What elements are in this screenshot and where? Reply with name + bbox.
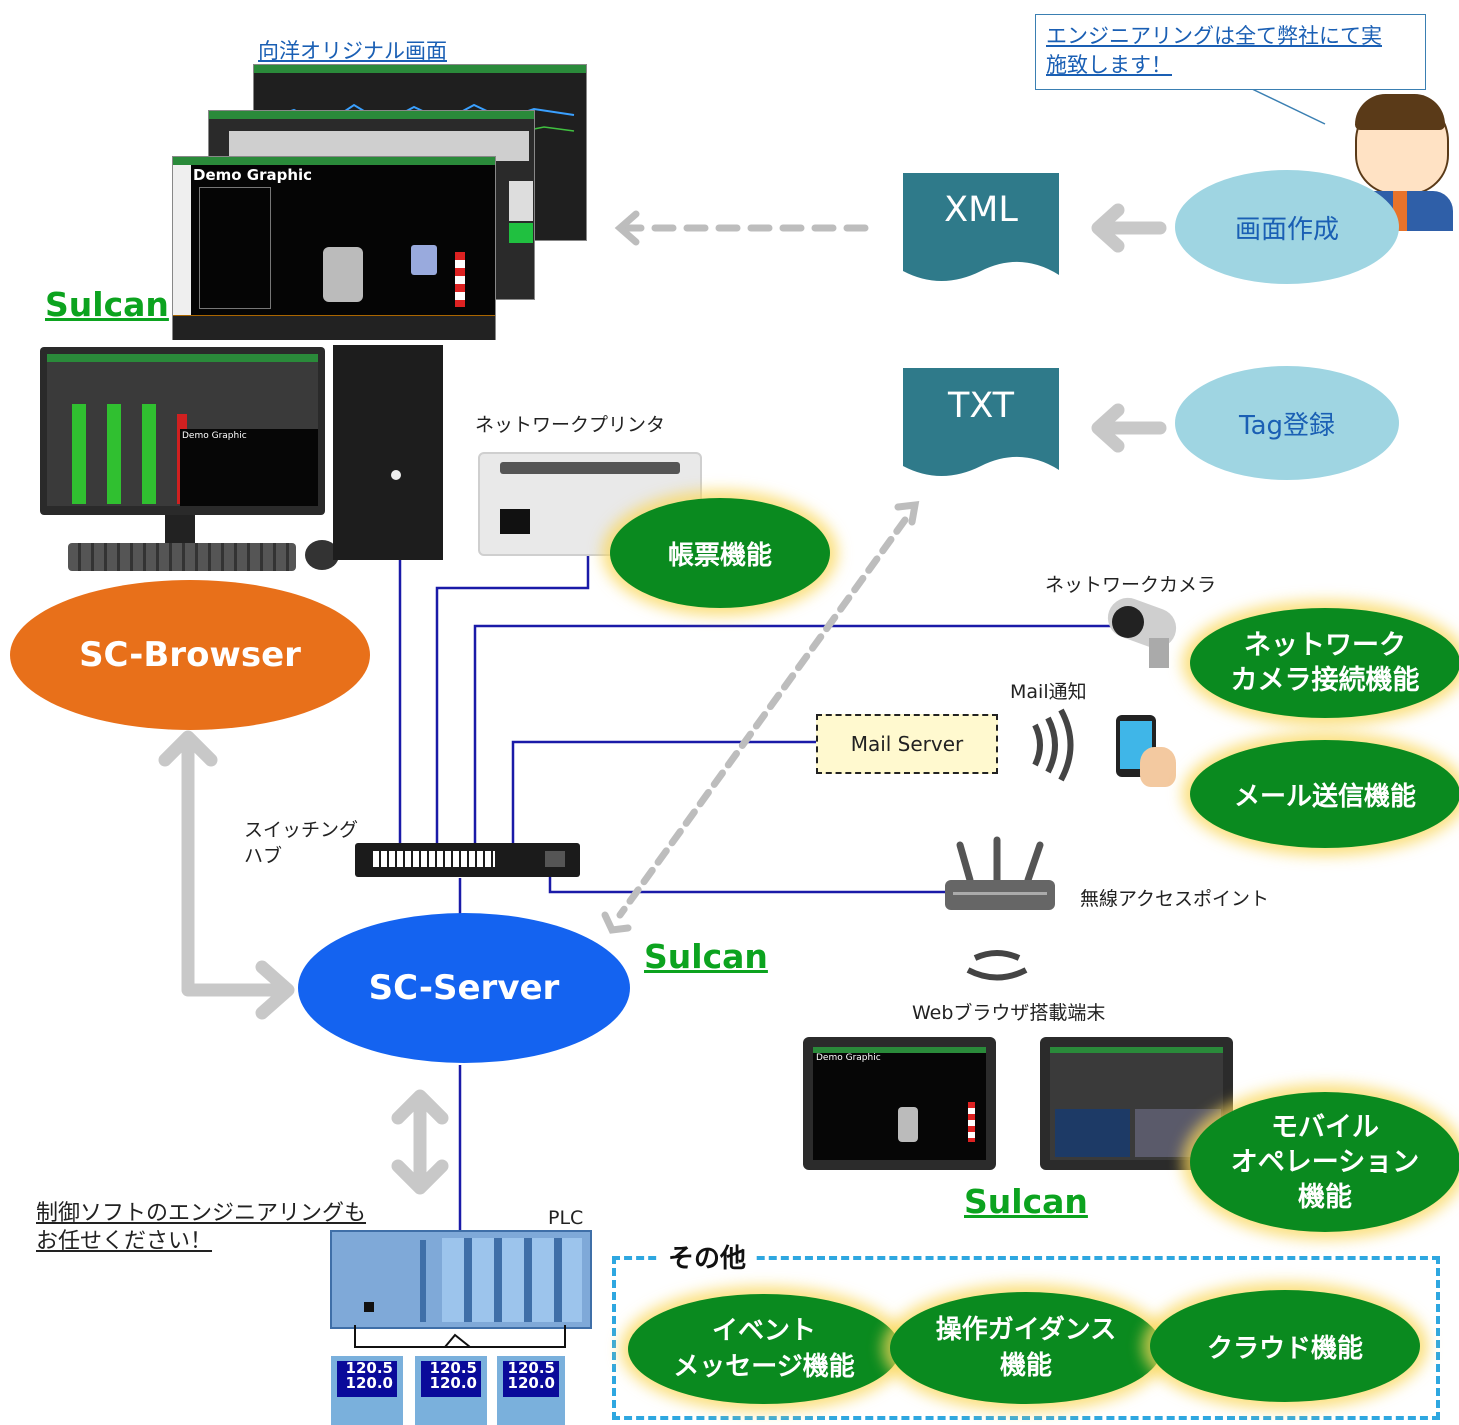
screen-creation-label: 画面作成 [1234, 214, 1339, 245]
txt-document-icon [903, 368, 1059, 476]
pc-tower [333, 345, 443, 560]
plc-note-line1[interactable]: 制御ソフトのエンジニアリングも [36, 1201, 367, 1226]
event-function-line2: メッセージ機能 [673, 1352, 855, 1382]
original-screen-link[interactable]: 向洋オリジナル画面 [258, 39, 447, 63]
sulcan-label-top: Sulcan [45, 285, 169, 324]
mail-notify-label: Mail通知 [1010, 681, 1087, 703]
tablet-1: Demo Graphic [803, 1037, 996, 1170]
txt-server-dashed-arrow [616, 516, 909, 919]
monitor-stand [165, 515, 195, 545]
network-camera-label: ネットワークカメラ [1045, 574, 1217, 596]
engineering-callout-text[interactable]: エンジニアリングは全て弊社にて実施致します！ [1046, 24, 1382, 77]
event-function-line1: イベント [711, 1316, 816, 1346]
mobile-function-line3: 機能 [1298, 1181, 1352, 1213]
guidance-function-line2: 機能 [999, 1351, 1052, 1381]
tablet-2 [1040, 1037, 1233, 1170]
plc-rack [330, 1230, 592, 1329]
mail-server-label: Mail Server [850, 732, 964, 756]
mobile-function: モバイル オペレーション 機能 [1190, 1092, 1459, 1232]
meter-2: 120.5 120.0 [415, 1356, 487, 1425]
engineering-callout: エンジニアリングは全て弊社にて実施致します！ [1035, 14, 1426, 90]
tag-registration-label: Tag登録 [1238, 410, 1335, 441]
sulcan-label-mobile: Sulcan [964, 1182, 1088, 1221]
tablet-demo-graphic-title: Demo Graphic [816, 1053, 881, 1063]
sc-browser-label: SC-Browser [79, 635, 301, 675]
browser-server-link-arrow [181, 733, 292, 997]
meter-1-value-top: 120.5 [345, 1359, 393, 1377]
camera-function: ネットワーク カメラ接続機能 [1190, 608, 1459, 718]
demo-graphic-screen: Demo Graphic [172, 156, 496, 340]
wireless-ap-icon [945, 880, 1055, 910]
xml-document-icon [903, 173, 1059, 281]
cloud-function: クラウド機能 [1150, 1290, 1420, 1402]
smartphone-icon [1116, 715, 1176, 787]
meter-2-value-top: 120.5 [429, 1359, 477, 1377]
camera-icon [1102, 592, 1185, 668]
monitor-demo-graphic-title: Demo Graphic [182, 431, 247, 441]
switching-hub-label: スイッチング ハブ [244, 817, 358, 869]
sc-server-node: SC-Server [298, 913, 630, 1063]
meter-3-value-bottom: 120.0 [507, 1374, 555, 1392]
keyboard [68, 543, 296, 571]
wireless-ap-label: 無線アクセスポイント [1080, 888, 1270, 910]
report-function-label: 帳票機能 [667, 540, 772, 571]
others-box [612, 1256, 1440, 1420]
operation-guidance-function: 操作ガイダンス 機能 [890, 1292, 1162, 1404]
meter-1-value-bottom: 120.0 [345, 1374, 393, 1392]
sulcan-label-server: Sulcan [644, 937, 768, 976]
printer-icon [478, 452, 702, 556]
switching-hub-line2: ハブ [244, 845, 283, 867]
wireless-signal-icon [966, 950, 1028, 981]
xml-label: XML [944, 190, 1018, 230]
plc-meter-wiring [354, 1325, 566, 1348]
screen-creation-bubble: 画面作成 [1175, 170, 1399, 284]
others-title: その他 [660, 1238, 755, 1275]
sc-browser-node: SC-Browser [10, 580, 370, 730]
camera-function-line1: ネットワーク [1244, 630, 1406, 661]
mail-function-label: メール送信機能 [1233, 781, 1416, 812]
meter-3-value-top: 120.5 [507, 1359, 555, 1377]
meter-1: 120.5 120.0 [331, 1356, 403, 1425]
demo-graphic-title: Demo Graphic [193, 166, 313, 184]
monitor: Demo Graphic [40, 347, 325, 515]
plc-engineering-note[interactable]: 制御ソフトのエンジニアリングも お任せください！ [36, 1200, 366, 1256]
mail-server-box: Mail Server [816, 714, 998, 774]
txt-label: TXT [947, 386, 1015, 426]
switching-hub-line1: スイッチング [244, 819, 359, 841]
report-function: 帳票機能 [610, 498, 830, 608]
network-cables [398, 550, 1115, 1232]
meter-3: 120.5 120.0 [497, 1356, 565, 1425]
web-terminal-label: Webブラウザ搭載端末 [912, 1002, 1106, 1024]
guidance-function-line1: 操作ガイダンス [935, 1315, 1117, 1345]
camera-function-line2: カメラ接続機能 [1230, 665, 1420, 696]
tag-registration-bubble: Tag登録 [1175, 366, 1399, 480]
mail-signal-icon [1032, 708, 1074, 782]
mail-function: メール送信機能 [1190, 740, 1459, 848]
plc-note-line2[interactable]: お任せください！ [36, 1229, 213, 1254]
cloud-function-label: クラウド機能 [1206, 1333, 1363, 1364]
event-message-function: イベント メッセージ機能 [628, 1294, 900, 1404]
mobile-function-line1: モバイル [1271, 1111, 1379, 1143]
meter-2-value-bottom: 120.0 [429, 1374, 477, 1392]
plc-label: PLC [548, 1207, 584, 1229]
mobile-function-line2: オペレーション [1230, 1146, 1420, 1178]
switching-hub-icon [355, 843, 580, 877]
sc-server-label: SC-Server [368, 968, 560, 1008]
network-printer-label: ネットワークプリンタ [475, 414, 666, 436]
